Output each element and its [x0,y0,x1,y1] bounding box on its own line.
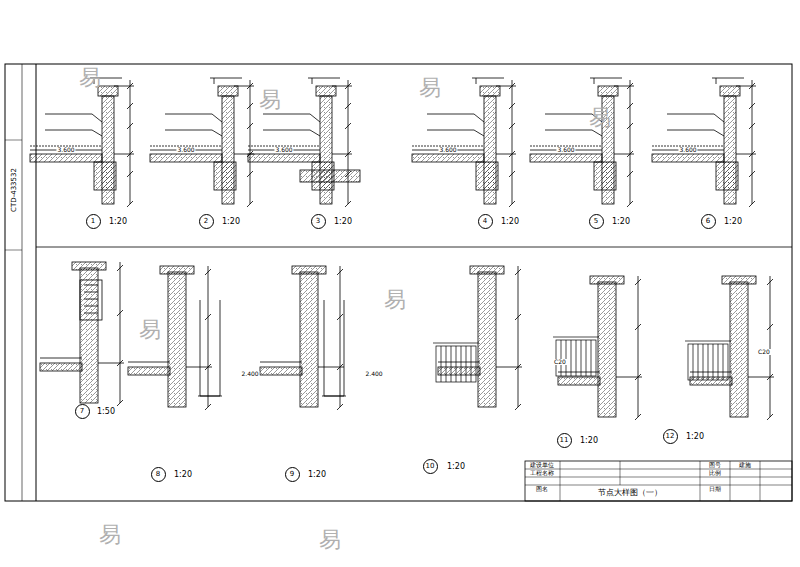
detail-number: 1 [91,218,95,225]
detail-number-circle: 9 [285,467,300,482]
title-block-cell: 日期 [708,486,722,492]
detail-number-circle: 12 [663,429,678,444]
scale-label: 1:20 [222,218,240,226]
elevation-label: 3.600 [274,147,293,153]
detail-number-circle: 6 [701,214,716,229]
title-block-cell: 图名 [535,486,549,492]
watermark: 易 [99,524,121,546]
detail-number: 8 [156,471,160,478]
elevation-label: 2.400 [364,371,383,377]
scale-label: 1:20 [501,218,519,226]
title-block-cell: 工程名称 [529,470,555,476]
scale-label: 1:20 [612,218,630,226]
title-block-cell: 建设单位 [529,462,555,468]
title-block-cell: 建施 [738,462,752,468]
detail-number: 10 [426,463,435,470]
detail-number-circle: 1 [86,214,101,229]
elevation-label: 3.600 [56,147,75,153]
detail-number-circle: 8 [151,467,166,482]
elevation-label: 2.400 [240,371,259,377]
scale-label: 1:50 [97,408,115,416]
scale-label: 1:20 [580,437,598,445]
detail-number-circle: 11 [557,433,572,448]
elevation-label: 3.600 [176,147,195,153]
watermark: 易 [139,319,161,341]
detail-number-circle: 10 [423,459,438,474]
material-label: C20 [553,359,567,365]
detail-number: 5 [594,218,598,225]
watermark: 易 [259,89,281,111]
scale-label: 1:20 [109,218,127,226]
title-block-cell: 比例 [708,470,722,476]
drawing-number: CTD-433532 [11,168,18,212]
detail-number: 11 [560,437,569,444]
detail-number-circle: 5 [589,214,604,229]
detail-number: 2 [204,218,208,225]
scale-label: 1:20 [686,433,704,441]
scale-label: 1:20 [447,463,465,471]
scale-label: 1:20 [334,218,352,226]
watermark: 易 [319,529,341,551]
detail-number: 6 [706,218,710,225]
elevation-label: 3.600 [556,147,575,153]
watermark: 易 [589,107,611,129]
detail-number: 4 [483,218,487,225]
watermark: 易 [384,289,406,311]
watermark: 易 [79,67,101,89]
detail-number-circle: 3 [311,214,326,229]
detail-number-circle: 4 [478,214,493,229]
detail-number: 7 [80,408,84,415]
detail-number-circle: 2 [199,214,214,229]
detail-number: 3 [316,218,320,225]
detail-number: 12 [666,433,675,440]
material-label: C20 [757,349,771,355]
detail-number: 9 [290,471,294,478]
scale-label: 1:20 [174,471,192,479]
detail-number-circle: 7 [75,404,90,419]
watermark: 易 [419,77,441,99]
elevation-label: 3.600 [678,147,697,153]
scale-label: 1:20 [308,471,326,479]
elevation-label: 3.600 [438,147,457,153]
scale-label: 1:20 [724,218,742,226]
title-block-cell: 图号 [708,462,722,468]
drawing-title: 节点大样图（一） [597,489,663,497]
